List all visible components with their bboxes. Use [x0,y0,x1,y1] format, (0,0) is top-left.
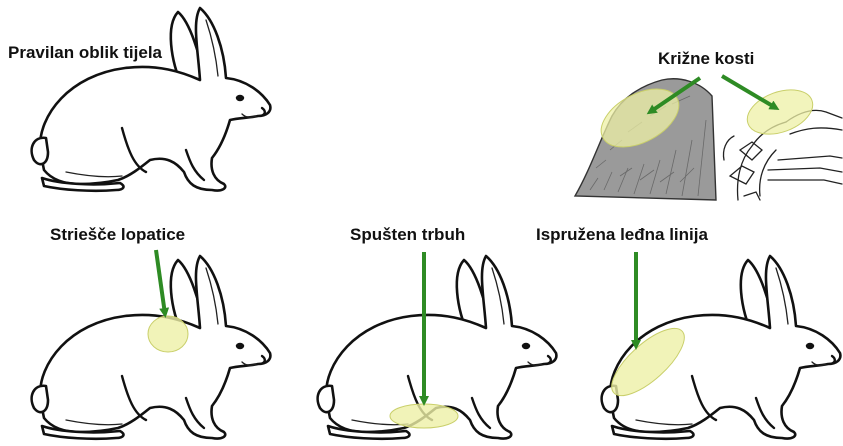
label-shoulder-blades: Striešče lopatice [50,225,185,244]
rabbit-normal [32,8,271,191]
label-lowered-belly: Spušten trbuh [350,225,465,244]
label-normal-shape: Pravilan oblik tijela [8,43,163,62]
rabbit-lowered-belly [318,252,557,439]
rabbit-stretched-back [602,252,841,439]
label-hip-bones: Križne kosti [658,49,754,68]
hip-bones-illustration [575,76,842,200]
rabbit-shoulder-blades [32,250,271,439]
label-stretched-back: Ispružena leđna linija [536,225,708,244]
